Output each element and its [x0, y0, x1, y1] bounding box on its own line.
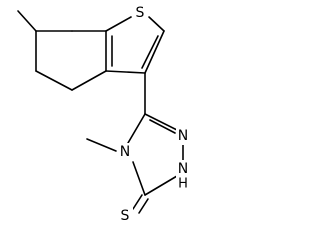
bond-c2-c3-inner	[141, 35, 159, 69]
atom-n-lower-label: N	[178, 161, 188, 177]
bond-s1-c2	[148, 16, 165, 32]
bond-n4-c5t	[127, 113, 146, 144]
atom-thione-s-label: S	[121, 208, 130, 224]
molecule-structure: S N N H N S	[17, 3, 190, 225]
bond-c3-c3a	[105, 70, 146, 74]
bond-methyl-c6	[17, 10, 37, 32]
bond-c3t-s-double-b	[138, 198, 149, 214]
bond-c5t-n1-inner	[149, 119, 176, 134]
atom-s1-label: S	[136, 5, 145, 21]
bond-c5-c4	[35, 70, 73, 91]
atom-n4-label: N	[120, 144, 130, 160]
bond-c5t-n1-double	[144, 113, 178, 131]
bond-c3t-n4	[132, 161, 146, 196]
atom-n-upper-label: N	[178, 128, 188, 144]
bond-n2-c3t	[144, 175, 178, 196]
bond-c3t-s-double-a	[132, 194, 143, 210]
bond-c4-c3a	[71, 70, 107, 91]
atom-labels: S N N H N S	[117, 3, 190, 225]
bond-n4-methyl	[86, 138, 117, 152]
bond-c7a-s1	[105, 16, 132, 32]
bonds	[17, 10, 184, 214]
bond-c2-c3-double	[144, 30, 165, 74]
atom-nh-hydrogen-label: H	[178, 177, 188, 192]
